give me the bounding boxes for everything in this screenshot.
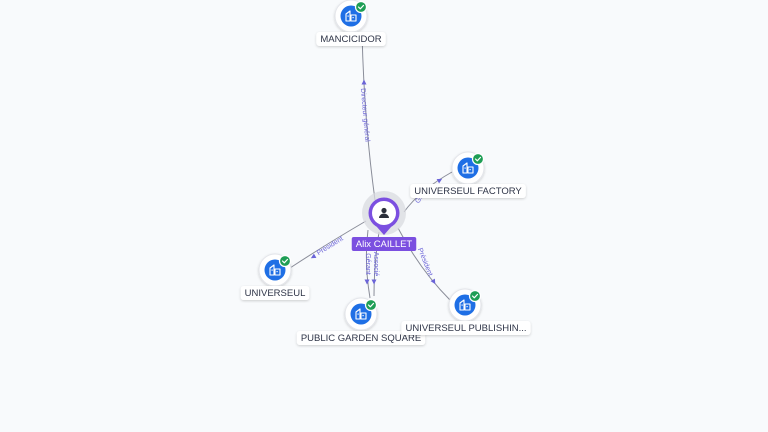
edge-arrow-icon [371, 279, 377, 285]
relation-role-label: Directeur général [359, 88, 371, 143]
verified-check-icon [354, 0, 368, 14]
edge-line [365, 229, 371, 299]
verified-check-icon [468, 289, 482, 303]
company-name-label: MANCICIDOR [320, 34, 381, 45]
company-node-mancicidor[interactable]: MANCICIDOR [316, 0, 386, 46]
building-icon [345, 10, 357, 22]
building-icon [269, 264, 281, 276]
building-icon [462, 162, 474, 174]
edge-line [397, 227, 451, 301]
company-node-universeul-factory[interactable]: UNIVERSEUL FACTORY [410, 151, 526, 198]
relation-role-label: Président [316, 235, 345, 257]
edge-arrow-icon [310, 253, 317, 259]
edge-line [361, 31, 376, 201]
company-name-label: UNIVERSEUL PUBLISHIN... [405, 323, 526, 334]
relation-role-label: G... [414, 191, 426, 204]
company-name-tag: MANCICIDOR [316, 32, 386, 46]
verified-check-icon [278, 254, 292, 268]
verified-check-icon [364, 298, 378, 312]
building-icon [459, 299, 471, 311]
company-name-tag: UNIVERSEUL FACTORY [410, 184, 526, 198]
company-name-label: PUBLIC GARDEN SQUARE [301, 333, 421, 344]
relation-role-label: Associé [372, 252, 379, 277]
user-icon [379, 207, 389, 218]
company-node-universeul-publishing[interactable]: UNIVERSEUL PUBLISHIN... [401, 288, 531, 335]
nodes-layer: MANCICIDOR UNIVERSEUL FACTORY UNIVERSEUL PU… [240, 0, 531, 345]
edge-line [289, 220, 367, 269]
company-name-tag: PUBLIC GARDEN SQUARE [296, 331, 426, 345]
person-name-label: Alix CAILLET [356, 239, 413, 250]
company-name-tag: UNIVERSEUL [240, 286, 310, 300]
building-icon [355, 308, 367, 320]
verified-check-icon [471, 152, 485, 166]
edge-arrow-icon [430, 278, 436, 285]
relation-role-label: Gérant [364, 253, 371, 274]
edge-arrow-icon [364, 279, 370, 285]
relation-edge-mancicidor[interactable]: Directeur général [359, 31, 376, 201]
edge-arrow-icon [361, 79, 367, 85]
company-name-tag: UNIVERSEUL PUBLISHIN... [401, 321, 531, 335]
person-name-tag: Alix CAILLET [351, 237, 417, 251]
relation-edge-public-garden-square[interactable]: Gérant [364, 229, 371, 299]
company-node-public-garden-square[interactable]: PUBLIC GARDEN SQUARE [296, 297, 426, 345]
edge-arrow-icon [436, 178, 443, 184]
person-node[interactable]: Alix CAILLET [351, 191, 417, 251]
company-name-label: UNIVERSEUL [245, 288, 306, 299]
company-name-label: UNIVERSEUL FACTORY [414, 186, 522, 197]
company-node-universeul[interactable]: UNIVERSEUL [240, 253, 310, 300]
